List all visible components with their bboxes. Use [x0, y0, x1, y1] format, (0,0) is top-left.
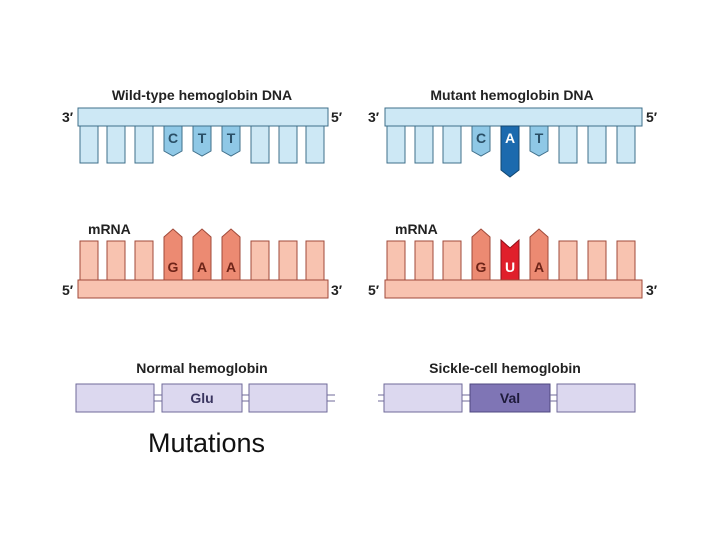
- mutant-mrna-base-label: G: [476, 259, 487, 275]
- normal-hemoglobin-title: Normal hemoglobin: [136, 360, 267, 376]
- wildtype-mrna-backbone: [77, 279, 329, 299]
- wildtype-dna-base-label: T: [227, 130, 236, 146]
- wildtype-mrna-title: mRNA: [88, 221, 131, 237]
- mutant-mrna-left-end: 5′: [368, 282, 380, 298]
- mutant-dna-base-label: T: [535, 130, 544, 146]
- mutant-dna-strand: Mutant hemoglobin DNA 3′ 5′ C A T: [368, 87, 658, 178]
- dna-base-tab: [250, 125, 270, 164]
- wildtype-dna-base-label: T: [198, 130, 207, 146]
- mutant-dna-base-label: A: [505, 130, 515, 146]
- dna-base-tab: [442, 125, 462, 164]
- dna-base-tab: [414, 125, 434, 164]
- mutant-mrna-base-label: U: [505, 259, 515, 275]
- normal-amino-acid-label: Glu: [190, 390, 213, 406]
- wildtype-mrna-base-label: G: [168, 259, 179, 275]
- dna-base-tab: [305, 125, 325, 164]
- wildtype-mrna-bases: [79, 228, 325, 281]
- protein-amino-acid-box: [161, 383, 243, 413]
- sickle-cell-hemoglobin-title: Sickle-cell hemoglobin: [429, 360, 581, 376]
- dna-base-tab: [616, 125, 636, 164]
- mrna-base-tab: [278, 240, 298, 281]
- wildtype-dna-base-label: C: [168, 130, 178, 146]
- mutant-dna-title: Mutant hemoglobin DNA: [430, 87, 593, 103]
- dna-codon-base-c: [163, 125, 183, 157]
- mrna-base-tab: [442, 240, 462, 281]
- dna-base-tab: [106, 125, 126, 164]
- wildtype-dna-strand: Wild-type hemoglobin DNA 3′ 5′ C T T: [62, 87, 343, 164]
- protein-segment: [75, 383, 155, 413]
- mrna-base-tab: [558, 240, 578, 281]
- dna-base-tab: [278, 125, 298, 164]
- mutant-mrna-strand: mRNA G U A 5′ 3′: [368, 221, 658, 299]
- mutant-dna-left-end: 3′: [368, 109, 380, 125]
- mrna-base-tab: [386, 240, 406, 281]
- mutant-dna-base-label: C: [476, 130, 486, 146]
- dna-codon-base-c: [471, 125, 491, 157]
- mutant-mrna-title: mRNA: [395, 221, 438, 237]
- mrna-base-tab: [587, 240, 607, 281]
- wildtype-mrna-base-label: A: [197, 259, 207, 275]
- mutant-mrna-backbone: [384, 279, 643, 299]
- protein-segment: [248, 383, 328, 413]
- mutant-mrna-right-end: 3′: [646, 282, 658, 298]
- wildtype-mrna-left-end: 5′: [62, 282, 74, 298]
- protein-segment: [383, 383, 463, 413]
- mutant-mrna-base-label: A: [534, 259, 544, 275]
- protein-mutant-amino-acid-box: [469, 383, 551, 413]
- mutant-dna-bases: [386, 125, 636, 178]
- wildtype-mrna-strand: mRNA G A A 5′ 3′: [62, 221, 343, 299]
- dna-codon-base-t: [192, 125, 212, 157]
- wildtype-dna-right-end: 5′: [331, 109, 343, 125]
- mrna-base-tab: [305, 240, 325, 281]
- mrna-base-tab: [616, 240, 636, 281]
- mrna-base-tab: [79, 240, 99, 281]
- dna-base-tab: [134, 125, 154, 164]
- mrna-base-tab: [250, 240, 270, 281]
- wildtype-mrna-right-end: 3′: [331, 282, 343, 298]
- mutant-dna-backbone: [384, 107, 643, 127]
- wildtype-dna-backbone: [77, 107, 329, 127]
- dna-mutant-base-a: [500, 125, 520, 178]
- wildtype-mrna-base-label: A: [226, 259, 236, 275]
- wildtype-dna-bases: [79, 125, 325, 164]
- dna-base-tab: [587, 125, 607, 164]
- sickle-cell-amino-acid-label: Val: [500, 390, 520, 406]
- slide-caption: Mutations: [148, 428, 266, 458]
- dna-base-tab: [558, 125, 578, 164]
- normal-hemoglobin-chain: Normal hemoglobin Glu: [75, 360, 335, 413]
- dna-codon-base-t: [529, 125, 549, 157]
- mutant-dna-right-end: 5′: [646, 109, 658, 125]
- wildtype-dna-title: Wild-type hemoglobin DNA: [112, 87, 292, 103]
- dna-base-tab: [386, 125, 406, 164]
- sickle-cell-hemoglobin-chain: Sickle-cell hemoglobin Val: [378, 360, 636, 413]
- dna-base-tab: [79, 125, 99, 164]
- protein-segment: [556, 383, 636, 413]
- mrna-base-tab: [106, 240, 126, 281]
- mrna-base-tab: [134, 240, 154, 281]
- mrna-base-tab: [414, 240, 434, 281]
- wildtype-dna-left-end: 3′: [62, 109, 74, 125]
- dna-codon-base-t: [221, 125, 241, 157]
